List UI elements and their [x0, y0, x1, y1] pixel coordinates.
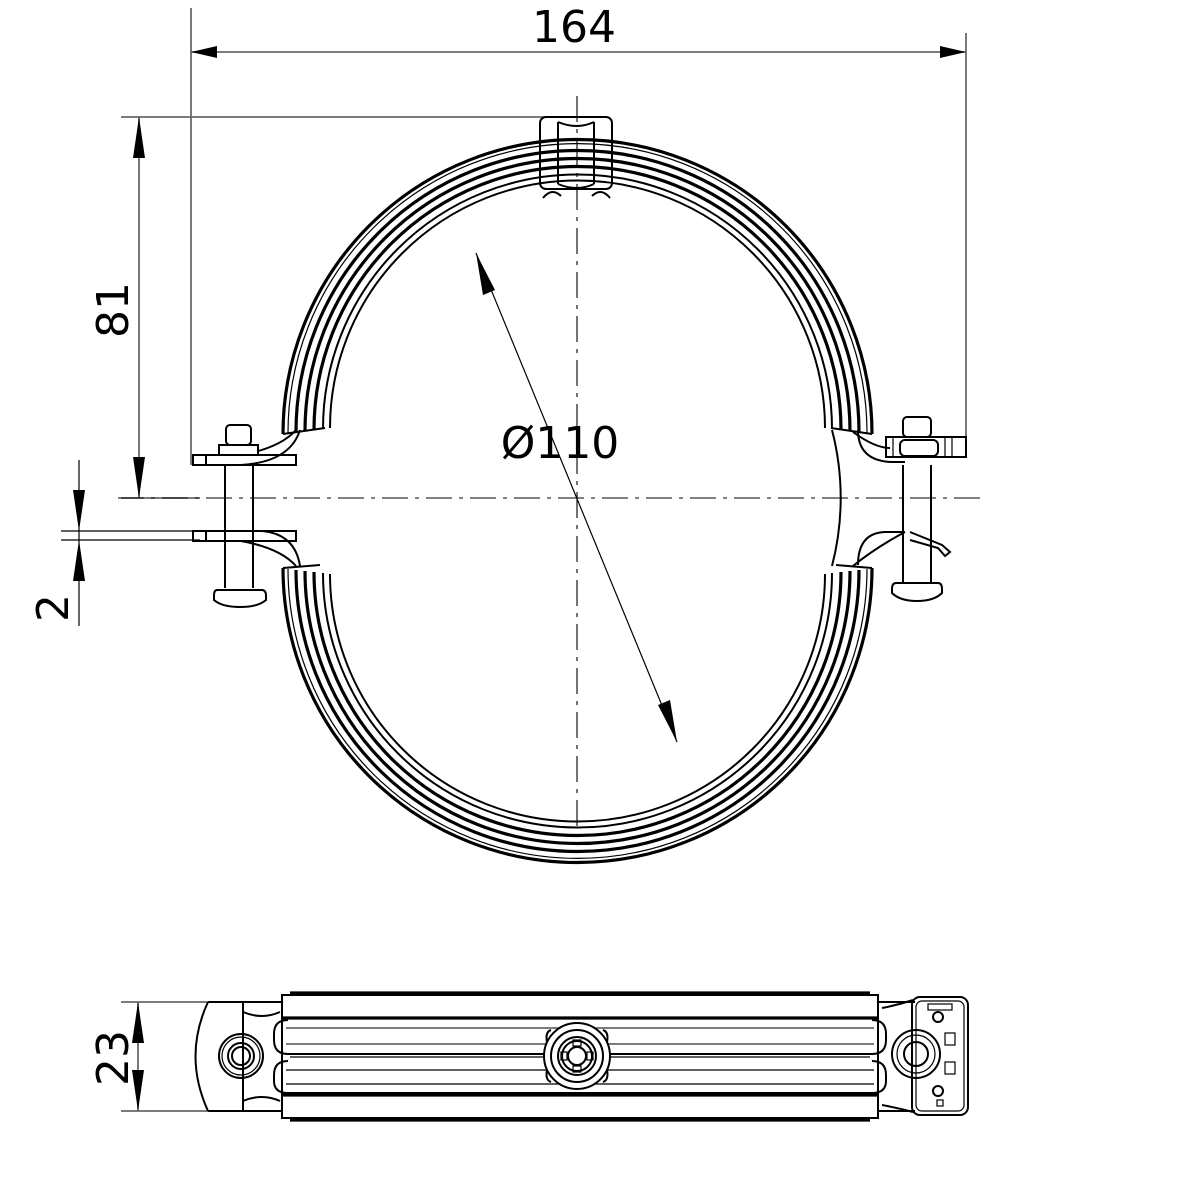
dimension-label-23: 23: [88, 1030, 139, 1086]
upper-band: [281, 137, 874, 435]
dimension-gap: 2: [28, 460, 200, 626]
dimension-label-diameter: Ø110: [501, 418, 620, 469]
hex-nut-icon: [539, 116, 613, 199]
side-center-nut-icon: [543, 1022, 611, 1090]
dimension-band-width: 23: [88, 1001, 210, 1112]
front-view: Ø110: [192, 116, 967, 865]
right-bolt-icon: [891, 416, 943, 603]
dimension-pipe-diameter: Ø110: [475, 252, 678, 743]
side-left-tab: [194, 1001, 282, 1112]
dimension-label-2: 2: [28, 594, 79, 622]
dimension-overall-width: 164: [190, 2, 967, 465]
dimension-label-164: 164: [532, 2, 616, 53]
dimension-height: 81: [88, 116, 560, 499]
side-right-quick-lock: [878, 996, 969, 1116]
pipe-outline: [831, 429, 842, 567]
dimension-label-81: 81: [88, 282, 139, 338]
side-view: 23: [88, 991, 969, 1122]
lower-band: [281, 564, 874, 865]
left-bolt-icon: [213, 424, 267, 609]
